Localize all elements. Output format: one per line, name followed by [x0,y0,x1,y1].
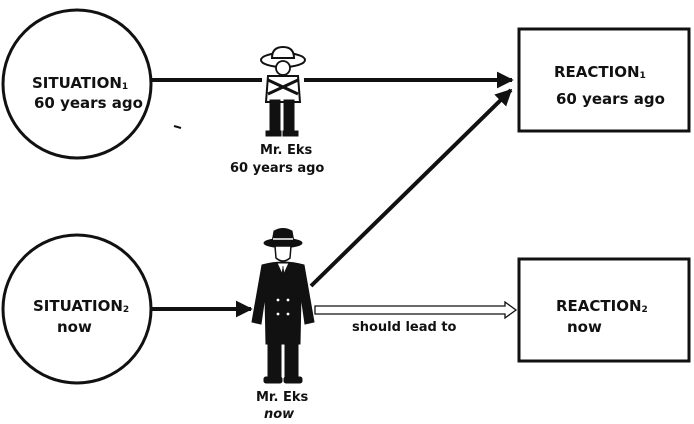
reaction-past-subscript: 1 [639,71,646,81]
reaction-past-title-text: REACTION [554,63,640,81]
situation-now-title: SITUATION2 [33,297,130,315]
mr-eks-now-figure [251,228,315,384]
situation-now-subscript: 2 [122,305,130,315]
reaction-past-box [517,27,691,133]
mr-eks-past-caption: 60 years ago [230,161,325,176]
mr-eks-now-caption: now [264,407,295,422]
reaction-past-title: REACTION1 [554,63,646,81]
situation-now-detail: now [57,318,92,336]
mr-eks-past-name: Mr. Eks [260,143,313,158]
reaction-now-subscript: 2 [641,305,648,315]
situation-past-detail: 60 years ago [34,94,143,112]
situation-past-subscript: 1 [121,82,129,92]
reaction-now-box [517,257,691,363]
reaction-now-title-text: REACTION [556,297,642,315]
situation-past-title-text: SITUATION [32,74,122,92]
should-lead-to-label: should lead to [352,320,457,335]
situation-past-circle [1,8,153,160]
reaction-past-detail: 60 years ago [556,90,665,108]
situation-past-title: SITUATION1 [32,74,129,92]
reaction-now-detail: now [567,318,602,336]
reaction-now-title: REACTION2 [556,297,648,315]
hollow-arrow-should-lead-to [314,300,518,320]
situation-now-circle [1,233,153,385]
arrow-figure-now-to-reaction-past [309,88,513,288]
stray-mark [173,125,182,129]
mr-eks-now-name: Mr. Eks [256,390,309,405]
situation-now-title-text: SITUATION [33,297,123,315]
mr-eks-past-figure [260,45,306,137]
